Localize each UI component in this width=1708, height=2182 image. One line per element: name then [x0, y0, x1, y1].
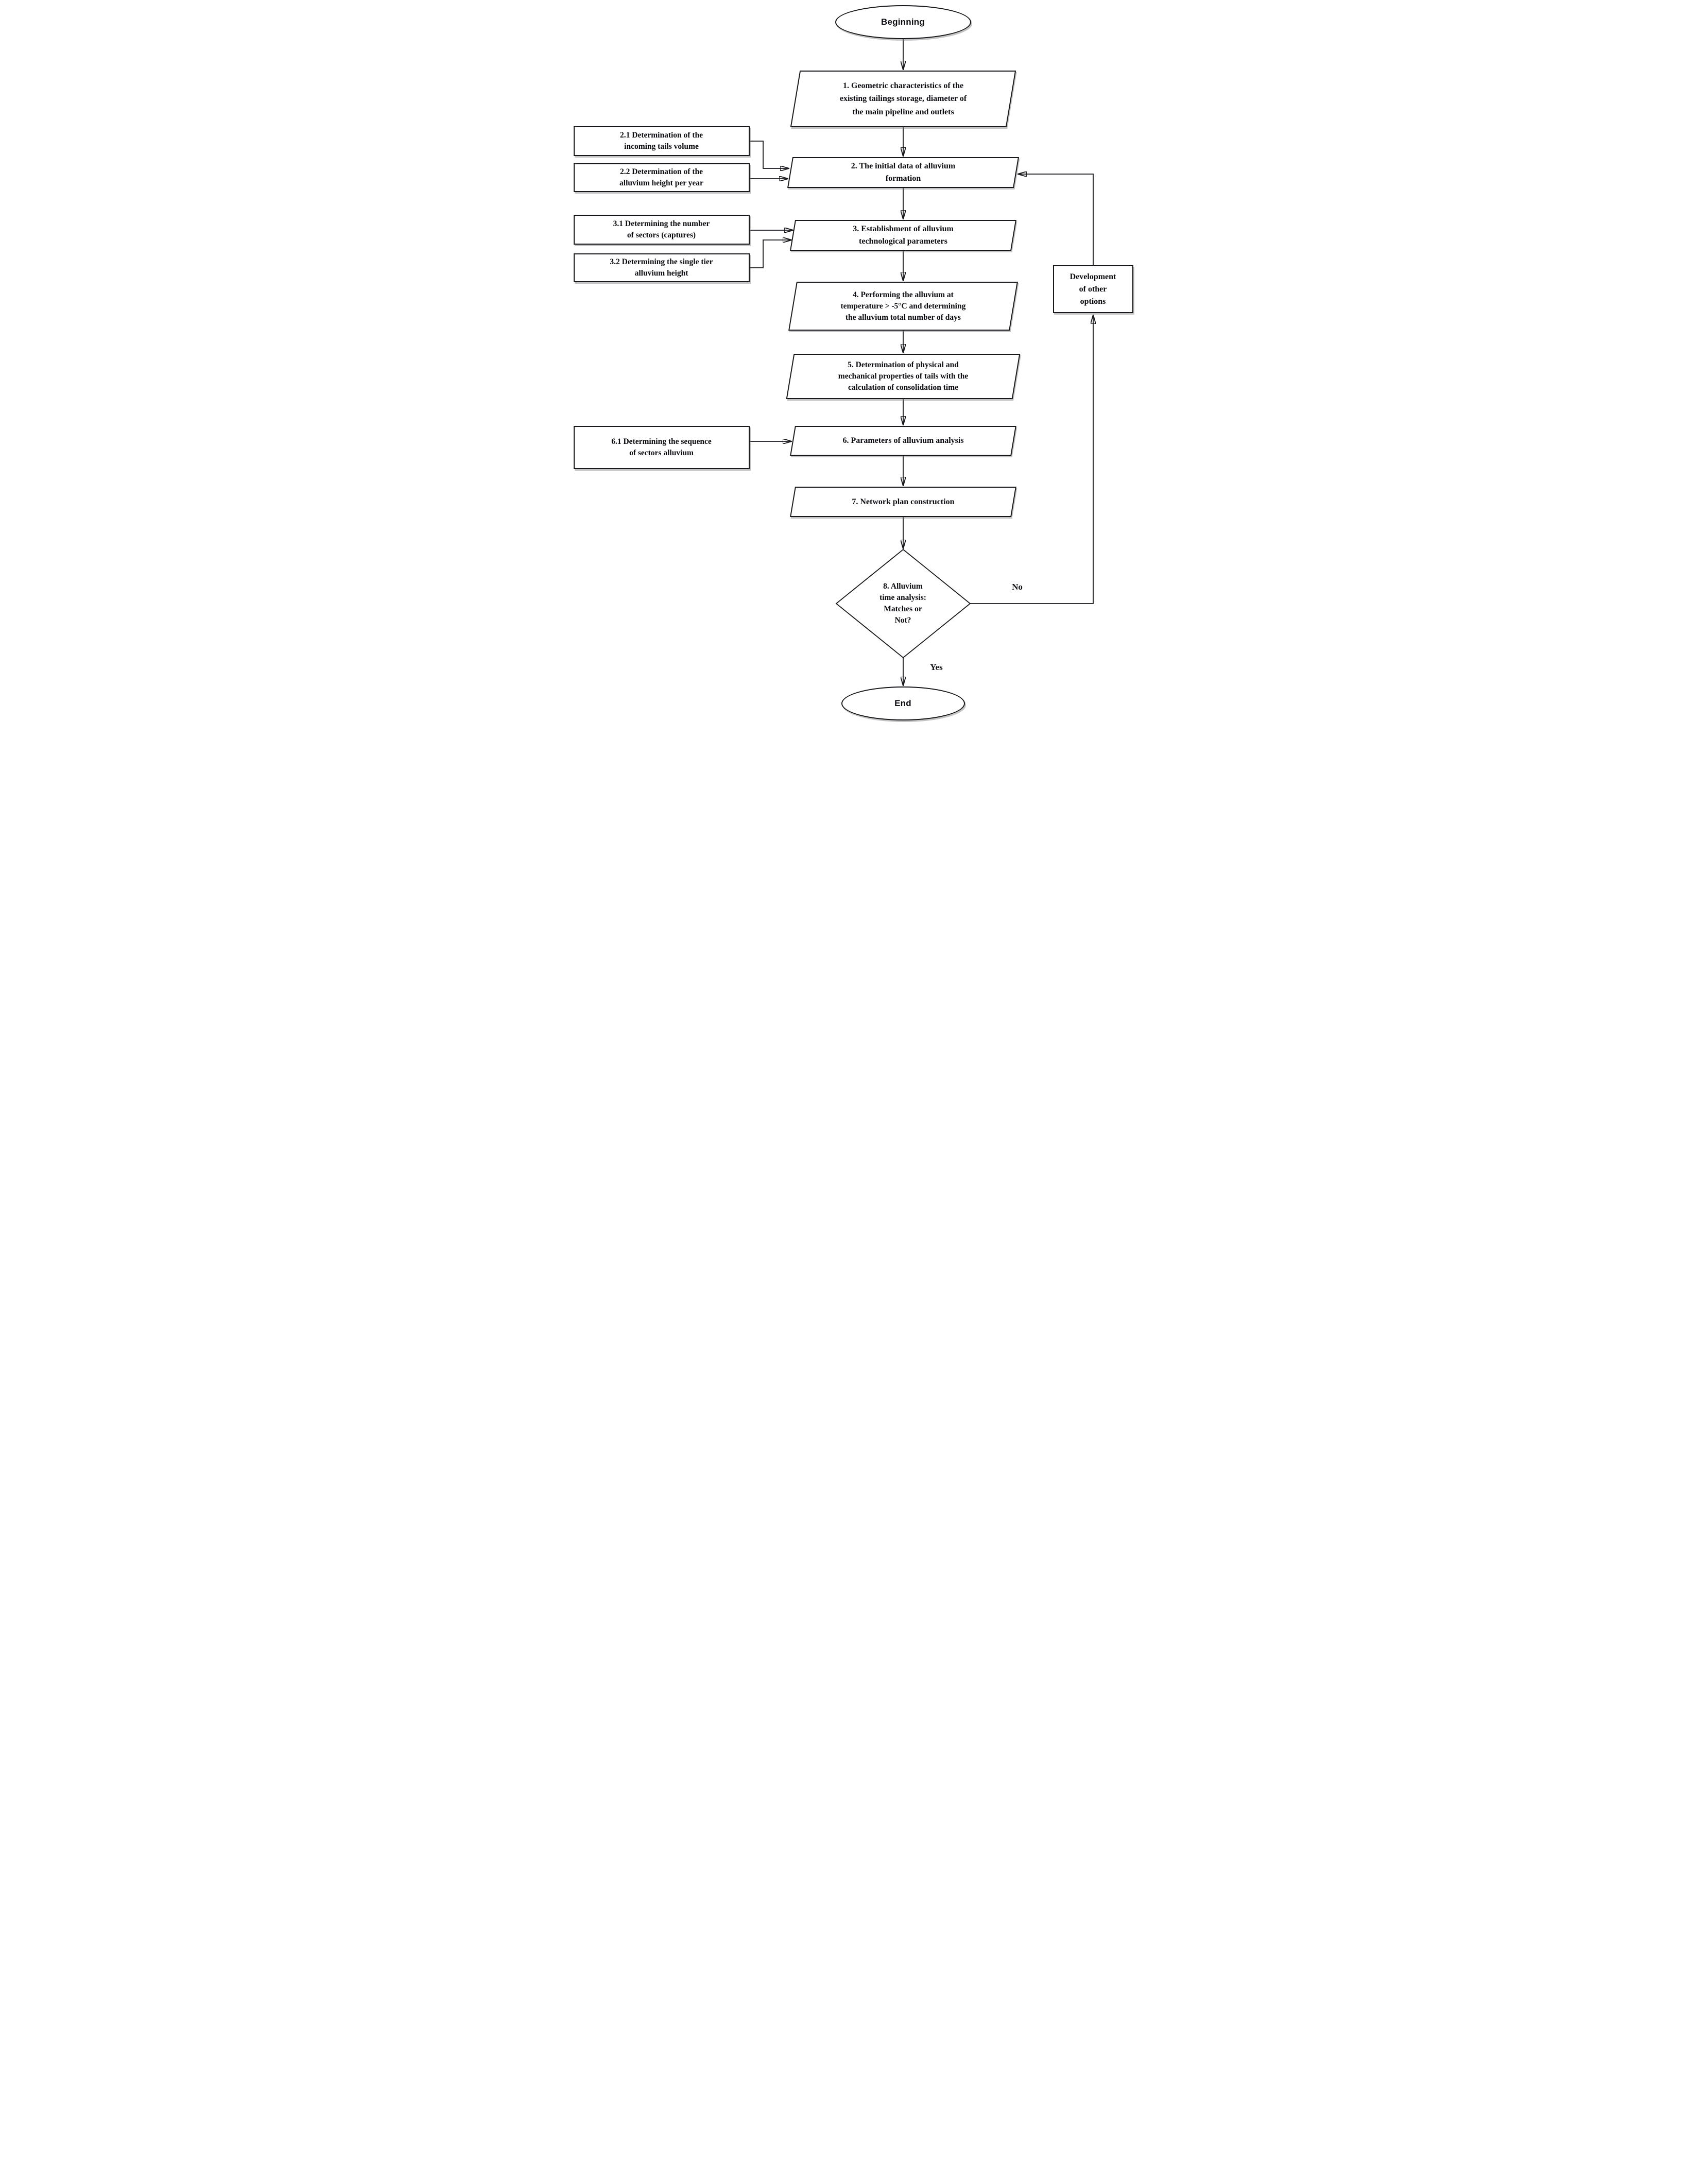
- label-line: 5. Determination of physical and: [847, 360, 959, 369]
- label-line: Yes: [930, 662, 943, 672]
- node-step7-label: 7. Network plan construction: [793, 496, 1013, 508]
- node-step2: 2. The initial data of alluvium formatio…: [787, 157, 1019, 188]
- node-step3-label: 3. Establishment of alluvium technologic…: [793, 223, 1013, 248]
- label-line: of other: [1079, 284, 1107, 294]
- edge-label-yes: Yes: [913, 662, 960, 673]
- node-step3: 3. Establishment of alluvium technologic…: [789, 220, 1016, 251]
- node-step3-2-label: 3.2 Determining the single tier alluvium…: [575, 256, 749, 279]
- label-line: 6. Parameters of alluvium analysis: [842, 436, 964, 445]
- node-step3-1-label: 3.1 Determining the number of sectors (c…: [575, 218, 749, 241]
- node-step6-1: 6.1 Determining the sequence of sectors …: [573, 426, 750, 469]
- label-line: Not?: [894, 616, 911, 625]
- node-step1-label: 1. Geometric characteristics of the exis…: [796, 79, 1010, 118]
- node-step2-1: 2.1 Determination of the incoming tails …: [573, 126, 750, 156]
- label-line: 1. Geometric characteristics of the: [842, 81, 963, 91]
- edge-decision-no-development: [970, 315, 1093, 604]
- label-line: Matches or: [884, 605, 922, 613]
- node-step3-1: 3.1 Determining the number of sectors (c…: [573, 215, 750, 245]
- node-step6-label: 6. Parameters of alluvium analysis: [793, 435, 1013, 447]
- label-line: existing tailings storage, diameter of: [839, 94, 967, 104]
- label-line: Beginning: [881, 17, 925, 27]
- label-line: 2.1 Determination of the: [620, 131, 703, 140]
- label-line: 7. Network plan construction: [851, 497, 955, 506]
- label-line: temperature > -5°C and determining: [840, 301, 965, 311]
- edge-step2-1-step2: [749, 141, 789, 168]
- label-line: of sectors (captures): [627, 231, 696, 239]
- label-line: 3. Establishment of alluvium: [852, 225, 954, 233]
- label-line: time analysis:: [879, 593, 926, 602]
- node-step4: 4. Performing the alluvium at temperatur…: [788, 282, 1018, 331]
- node-step5: 5. Determination of physical and mechani…: [786, 354, 1020, 399]
- node-decision-8-label: 8. Alluvium time analysis: Matches or No…: [852, 581, 955, 626]
- node-step2-2: 2.2 Determination of the alluvium height…: [573, 163, 750, 192]
- node-step6: 6. Parameters of alluvium analysis: [789, 426, 1016, 456]
- label-line: technological parameters: [858, 237, 947, 246]
- label-line: options: [1080, 297, 1106, 306]
- decision-diamond-shape: [835, 548, 971, 659]
- label-line: End: [894, 698, 911, 708]
- label-line: alluvium height: [634, 269, 688, 278]
- node-step4-label: 4. Performing the alluvium at temperatur…: [793, 289, 1013, 323]
- node-development-label: Development of other options: [1054, 271, 1132, 308]
- label-line: the main pipeline and outlets: [852, 107, 954, 116]
- label-line: incoming tails volume: [624, 142, 699, 151]
- node-step5-label: 5. Determination of physical and mechani…: [791, 359, 1015, 393]
- label-line: 8. Alluvium: [883, 582, 923, 591]
- node-step1: 1. Geometric characteristics of the exis…: [790, 71, 1016, 127]
- label-line: 3.1 Determining the number: [613, 219, 710, 228]
- node-beginning: Beginning: [835, 5, 971, 39]
- node-step2-label: 2. The initial data of alluvium formatio…: [791, 160, 1015, 185]
- edge-label-no: No: [992, 582, 1043, 592]
- connector-layer: [749, 39, 1139, 727]
- label-line: of sectors alluvium: [629, 449, 694, 457]
- label-line: mechanical properties of tails with the: [838, 372, 968, 381]
- node-decision-8: 8. Alluvium time analysis: Matches or No…: [852, 566, 955, 641]
- label-line: 3.2 Determining the single tier: [610, 257, 713, 266]
- label-line: calculation of consolidation time: [848, 383, 958, 392]
- label-line: No: [1012, 582, 1023, 592]
- label-line: alluvium height per year: [619, 179, 703, 187]
- edge-step3-2-step3: [749, 240, 791, 268]
- node-step2-2-label: 2.2 Determination of the alluvium height…: [575, 166, 749, 189]
- node-end: End: [841, 686, 965, 720]
- label-line: formation: [885, 174, 921, 183]
- label-line: 2.2 Determination of the: [620, 167, 703, 176]
- label-line: 4. Performing the alluvium at: [852, 290, 954, 299]
- node-step7: 7. Network plan construction: [789, 487, 1016, 517]
- node-development-of-other-options: Development of other options: [1053, 265, 1133, 313]
- label-line: 2. The initial data of alluvium: [851, 162, 955, 170]
- label-line: the alluvium total number of days: [845, 313, 961, 322]
- node-step2-1-label: 2.1 Determination of the incoming tails …: [575, 130, 749, 152]
- label-line: Development: [1069, 272, 1116, 281]
- flowchart-canvas: Beginning 1. Geometric characteristics o…: [569, 0, 1139, 727]
- node-step6-1-label: 6.1 Determining the sequence of sectors …: [575, 436, 749, 459]
- edge-development-step2: [1018, 174, 1094, 265]
- label-line: 6.1 Determining the sequence: [611, 437, 712, 446]
- node-step3-2: 3.2 Determining the single tier alluvium…: [573, 253, 750, 282]
